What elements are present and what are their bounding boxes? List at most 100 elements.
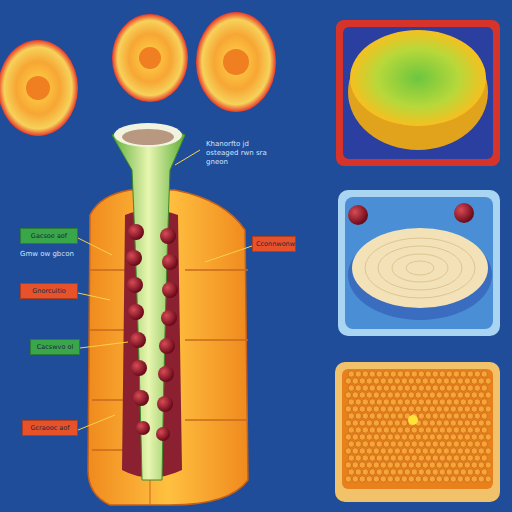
texture-bump [446,455,452,461]
texture-bump [450,476,456,482]
texture-bump [380,378,386,384]
texture-bump [464,378,470,384]
texture-bump [404,385,410,391]
texture-bump [355,441,361,447]
texture-bump [355,371,361,377]
texture-bump [345,462,351,468]
texture-bump [450,434,456,440]
texture-bump [429,462,435,468]
texture-bump [348,399,354,405]
texture-bump [401,448,407,454]
texture-bump [453,469,459,475]
texture-bump [348,469,354,475]
texture-bump [457,462,463,468]
texture-bump [436,406,442,412]
texture-bump [411,385,417,391]
texture-bump [418,413,424,419]
texture-bump [422,462,428,468]
texture-bump [397,385,403,391]
texture-bump [474,385,480,391]
texture-bump [352,406,358,412]
texture-bump [453,455,459,461]
texture-bump [366,462,372,468]
texture-bump [408,476,414,482]
texture-bump [464,462,470,468]
texture-bump [425,469,431,475]
texture-bump [359,448,365,454]
texture-bump [471,448,477,454]
texture-bump [446,469,452,475]
texture-bump [474,371,480,377]
texture-bump [467,441,473,447]
texture-bump [355,399,361,405]
texture-bump [478,406,484,412]
texture-bump [429,476,435,482]
texture-bump [418,399,424,405]
texture-bump [359,434,365,440]
texture-bump [380,476,386,482]
detail-panels [335,20,500,502]
texture-bump [436,378,442,384]
texture-bump [471,392,477,398]
texture-bump [401,420,407,426]
texture-bump [359,392,365,398]
texture-bump [366,434,372,440]
texture-bump [474,399,480,405]
texture-bump [380,420,386,426]
texture-bump [422,476,428,482]
texture-bump [415,406,421,412]
texture-bump [443,392,449,398]
texture-bump [404,371,410,377]
texture-bump [362,427,368,433]
texture-bump [352,434,358,440]
texture-bump [397,399,403,405]
texture-bump [411,399,417,405]
texture-bump [345,434,351,440]
texture-bump [443,448,449,454]
texture-bump [369,413,375,419]
texture-bump [411,371,417,377]
texture-bump [467,371,473,377]
texture-bump [481,413,487,419]
texture-bump [474,413,480,419]
texture-bump [485,476,491,482]
texture-bump [348,427,354,433]
texture-bump [352,392,358,398]
texture-bump [471,406,477,412]
texture-bump [408,378,414,384]
texture-bump [373,406,379,412]
texture-bump [397,371,403,377]
texture-bump [362,399,368,405]
texture-bump [429,392,435,398]
texture-bump [478,448,484,454]
texture-bump [481,469,487,475]
texture-bump [390,427,396,433]
texture-bump [362,371,368,377]
texture-bump [429,406,435,412]
texture-bump [376,469,382,475]
label-text: Cacswvo ol [34,343,76,351]
texture-bump [422,448,428,454]
texture-bump [481,455,487,461]
texture-bump [408,434,414,440]
texture-bump [471,462,477,468]
texture-bump [415,434,421,440]
texture-bump [425,455,431,461]
label-box: Gnorcuitio [20,283,78,299]
texture-bump [355,413,361,419]
texture-bump [446,427,452,433]
texture-bump [436,476,442,482]
texture-bump [457,406,463,412]
texture-bump [453,399,459,405]
texture-bump [436,420,442,426]
texture-bump [481,385,487,391]
texture-bump [373,448,379,454]
texture-bump [432,399,438,405]
texture-bump [432,413,438,419]
texture-bump [464,448,470,454]
texture-bump [450,378,456,384]
texture-bump [401,378,407,384]
texture-bump [408,462,414,468]
texture-bump [474,427,480,433]
texture-bump [418,455,424,461]
